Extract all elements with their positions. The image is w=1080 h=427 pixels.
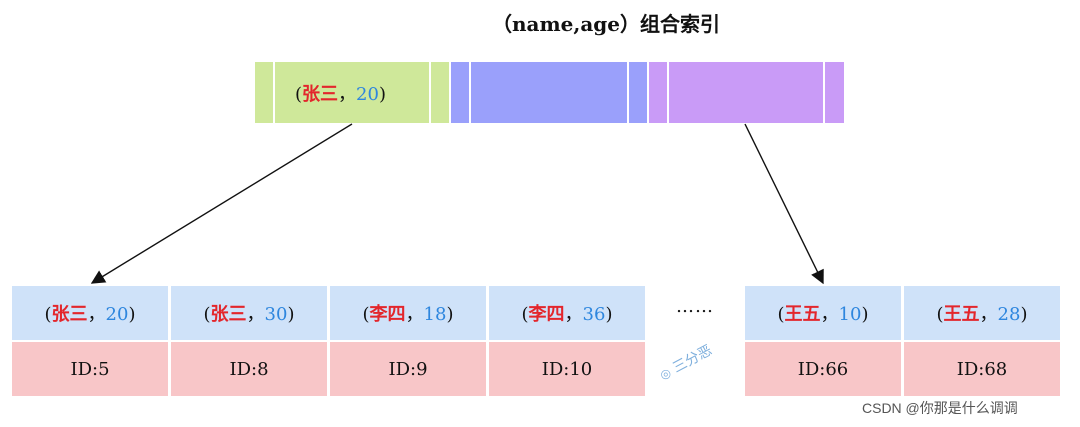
root-key-separator: ， [338,84,357,105]
root-key-name: 张三 [302,84,339,105]
diagram-title: （name,age）组合索引 [492,12,721,36]
key-age: 18 [423,304,447,325]
root-divider [469,62,471,123]
root-divider [627,62,629,123]
key-name: 张三 [51,304,88,325]
root-divider [429,62,431,123]
leaf-entry-id: ID:9 [330,342,486,396]
key-age: 30 [264,304,288,325]
leaf-entry-key: (王五，10) [745,286,901,340]
key-age: 36 [582,304,606,325]
root-segment-green [255,62,451,123]
arrow-to-left-leaf [90,123,353,284]
root-divider [273,62,275,123]
source-credit: CSDN @你那是什么调调 [862,400,1018,416]
ellipsis: …… [676,296,714,317]
leaf-entry-key: (张三，20) [12,286,168,340]
root-divider [667,62,669,123]
root-key: (张三，20) [295,84,386,105]
leaf-page-left: (张三，20) ID:5 (张三，30) ID:8 (李四，18) ID:9 (… [12,286,648,396]
key-name: 李四 [528,304,565,325]
leaf-entry-id: ID:66 [745,342,901,396]
leaf-entry-id: ID:10 [489,342,645,396]
root-divider [647,62,649,123]
key-age: 10 [838,304,862,325]
leaf-entry-id: ID:8 [171,342,327,396]
key-name: 王五 [784,304,821,325]
leaf-entry-key: (张三，30) [171,286,327,340]
key-age: 28 [997,304,1021,325]
key-name: 李四 [369,304,406,325]
leaf-entry-key: (李四，18) [330,286,486,340]
key-age: 20 [105,304,129,325]
root-divider [449,62,451,123]
key-name: 王五 [943,304,980,325]
leaf-page-right: (王五，10) ID:66 (王五，28) ID:68 [745,286,1063,396]
key-name: 张三 [210,304,247,325]
leaf-entry-key: (李四，36) [489,286,645,340]
root-segment-blue [451,62,647,123]
arrow-to-right-leaf [744,123,824,285]
leaf-entry-key: (王五，28) [904,286,1060,340]
root-segment-purple [647,62,844,123]
root-key-age: 20 [356,84,379,105]
leaf-entry-id: ID:68 [904,342,1060,396]
leaf-entry-id: ID:5 [12,342,168,396]
root-divider [823,62,825,123]
